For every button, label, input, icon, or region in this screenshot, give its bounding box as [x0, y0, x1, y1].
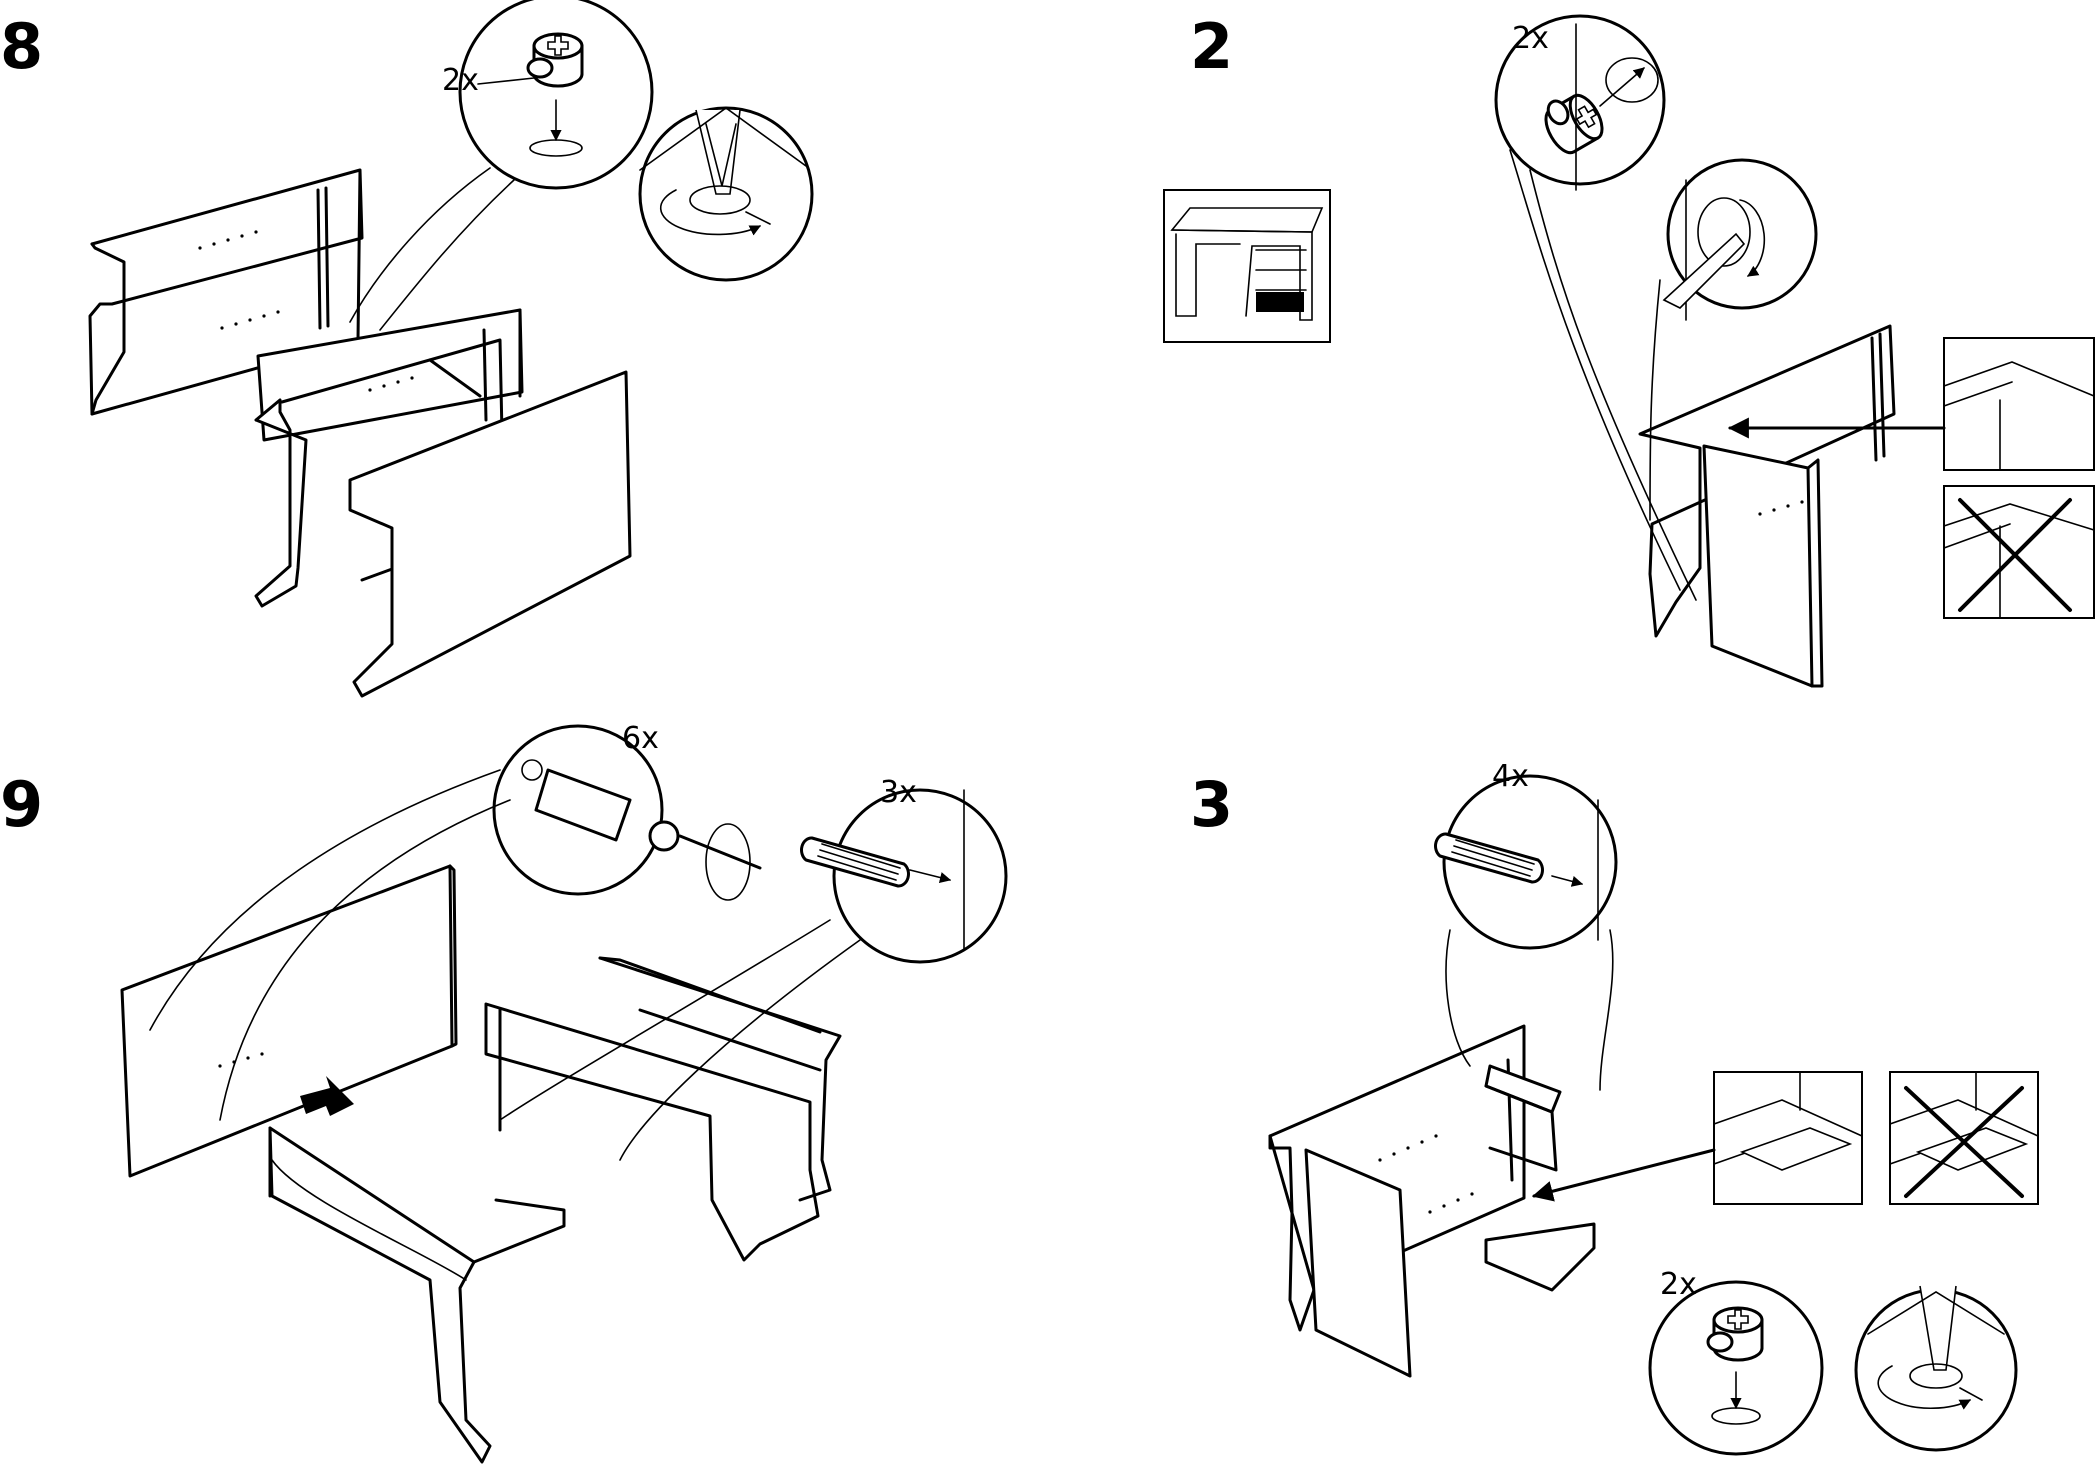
side-panel-assembly [1638, 324, 1896, 688]
hole-dot [234, 322, 238, 326]
side-frame [1268, 1024, 1562, 1378]
quantity-label: 3x [880, 775, 917, 810]
hole-dot [1786, 504, 1790, 508]
hole-dot [1392, 1152, 1396, 1156]
incorrect-detail-box [1889, 1071, 2039, 1205]
hole-dot [1406, 1146, 1410, 1150]
hole-dot [1456, 1198, 1460, 1202]
hole-dot [254, 230, 258, 234]
screwdriver-icon [648, 820, 762, 901]
hole-dot [1378, 1158, 1382, 1162]
desk-frame [484, 956, 842, 1262]
cam-bolt-callout: 6x [149, 721, 664, 1121]
step-number: 3 [1190, 768, 1233, 841]
hole-dot [246, 1056, 250, 1060]
cam-bolt-icon [534, 768, 632, 842]
cam-lock-icon [526, 32, 584, 88]
step-8: 8 2x [0, 0, 814, 698]
hole-dot [1428, 1210, 1432, 1214]
dowel-callout: 4x [1434, 759, 1618, 1091]
step-number: 2 [1190, 10, 1233, 83]
screwdriver-icon [1662, 232, 1746, 309]
quantity-label: 4x [1492, 759, 1529, 794]
front-panel [268, 1126, 566, 1464]
quantity-label: 2x [1512, 21, 1549, 56]
desk-frame [254, 308, 632, 698]
step-3: 3 4x [1190, 759, 2039, 1456]
hole-dot [276, 310, 280, 314]
hole-dot [198, 246, 202, 250]
hole-dot [368, 388, 372, 392]
cam-lock-icon [1706, 1306, 1764, 1362]
hole-dot [410, 376, 414, 380]
bottom-shelf [1484, 1222, 1596, 1292]
screwdriver-icon [689, 185, 751, 215]
quantity-label: 2x [442, 63, 479, 98]
screwdriver-callout [638, 106, 814, 282]
screwdriver-icon [1919, 1285, 1957, 1371]
desk-overview-box [1163, 189, 1331, 343]
hole-dot [240, 234, 244, 238]
push-arrow-icon [1531, 1148, 1716, 1202]
hole-dot [220, 326, 224, 330]
step-number: 9 [0, 768, 43, 841]
incorrect-detail-box [1943, 485, 2095, 619]
cross-out-icon [1904, 1086, 2024, 1198]
hole-dot [382, 384, 386, 388]
hole-dot [1772, 508, 1776, 512]
hole-dot [1800, 500, 1804, 504]
cross-out-icon [1958, 498, 2072, 612]
step-2: 2 2x [1163, 10, 2095, 688]
correct-detail-box [1713, 1071, 1863, 1205]
correct-detail-box [1943, 337, 2095, 471]
hole-dot [260, 1052, 264, 1056]
desk-overview-icon [1170, 207, 1324, 321]
push-arrow-icon [300, 1076, 354, 1116]
quantity-label: 2x [1660, 1267, 1697, 1302]
step-number: 8 [0, 10, 43, 83]
hole-dot [218, 1064, 222, 1068]
dowel-callout: 3x [499, 775, 1008, 1161]
hole-dot [1442, 1204, 1446, 1208]
step-9: 9 6x [0, 721, 1008, 1464]
hole-dot [1758, 512, 1762, 516]
hole-dot [232, 1060, 236, 1064]
hole-dot [396, 380, 400, 384]
hole-dot [1434, 1134, 1438, 1138]
hole-dot [226, 238, 230, 242]
hole-dot [262, 314, 266, 318]
cam-lock-callout: 2x [1648, 1267, 1824, 1456]
hole-dot [248, 318, 252, 322]
screwdriver-callout [1854, 1285, 2018, 1452]
screwdriver-callout [1649, 158, 1818, 521]
back-panel [120, 864, 458, 1178]
cam-bolt-callout: 2x [1494, 14, 1697, 601]
hole-dot [212, 242, 216, 246]
hole-dot [1470, 1192, 1474, 1196]
cam-lock-callout: 2x [349, 0, 654, 331]
hole-dot [1420, 1140, 1424, 1144]
quantity-label: 6x [622, 721, 659, 756]
